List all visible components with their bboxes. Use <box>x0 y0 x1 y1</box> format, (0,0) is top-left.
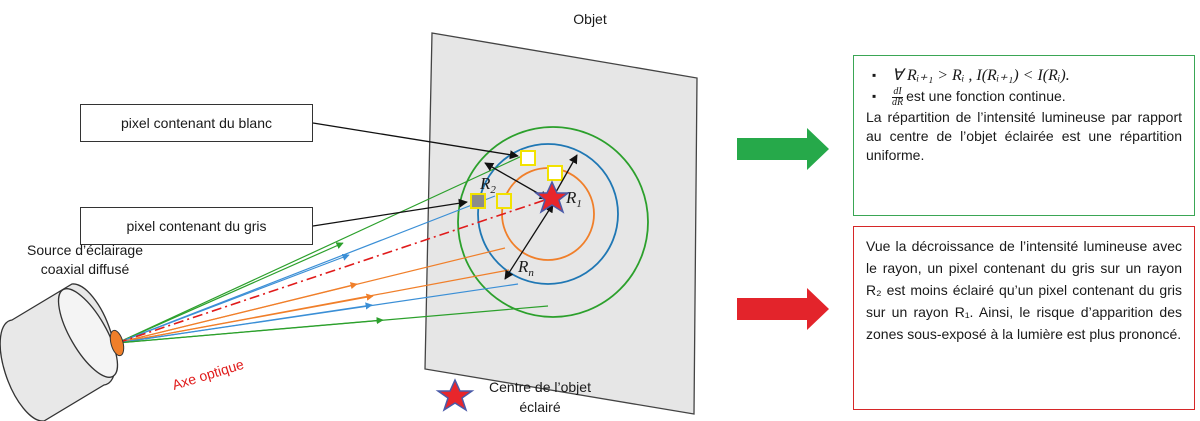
radius-rn-arrow <box>504 203 554 280</box>
legend-star-icon <box>435 378 475 412</box>
conclusion-box-red: Vue la décroissance de l’intensité lumin… <box>853 226 1195 410</box>
white-pixel-label: pixel contenant du blanc <box>80 104 313 142</box>
center-star-icon <box>533 180 571 214</box>
conclusion-box-green: ∀ Rᵢ₊₁ > Rᵢ , I(Rᵢ₊₁) < I(Rᵢ). dI dR est… <box>853 55 1195 216</box>
gray-pixel-pointer <box>312 198 468 227</box>
gray-pixel-inner <box>496 193 512 209</box>
derivative-fraction: dI dR <box>892 85 904 108</box>
source-label-line2: coaxial diffusé <box>41 261 130 277</box>
circle-middle-blue <box>477 143 619 285</box>
red-box-paragraph: Vue la décroissance de l’intensité lumin… <box>866 238 1182 342</box>
radius-r2-label: R2 <box>479 174 496 196</box>
white-pixel-outer <box>520 150 536 166</box>
bullet-monotonic: ∀ Rᵢ₊₁ > Rᵢ , I(Rᵢ₊₁) < I(Rᵢ). <box>872 65 1182 86</box>
light-rays <box>116 155 549 344</box>
green-box-bullets: ∀ Rᵢ₊₁ > Rᵢ , I(Rᵢ₊₁) < I(Rᵢ). dI dR est… <box>866 65 1182 108</box>
object-panel <box>424 32 698 415</box>
circle-outer-green <box>457 126 649 318</box>
center-legend-line1: Centre de l’objet <box>489 379 591 395</box>
source-label-line1: Source d’éclairage <box>27 242 143 258</box>
white-pixel-inner <box>547 165 563 181</box>
gray-pixel-label: pixel contenant du gris <box>80 207 313 245</box>
gray-pixel-label-text: pixel contenant du gris <box>126 217 267 234</box>
white-pixel-pointer <box>312 122 519 160</box>
green-arrow-icon <box>737 128 829 170</box>
optical-axis-label: Axe optique <box>170 356 246 393</box>
green-box-paragraph: La répartition de l’intensité lumineuse … <box>866 108 1182 163</box>
white-pixel-label-text: pixel contenant du blanc <box>121 114 272 131</box>
optical-axis-line <box>116 198 549 344</box>
light-source-icon <box>0 283 125 421</box>
object-title: Objet <box>573 11 607 27</box>
bullet-continuous: dI dR est une fonction continue. <box>872 85 1182 108</box>
center-legend-line2: éclairé <box>519 399 560 415</box>
radius-rn-label: Rn <box>517 257 534 279</box>
red-arrow-icon <box>737 288 829 330</box>
gray-pixel-outer <box>470 193 486 209</box>
